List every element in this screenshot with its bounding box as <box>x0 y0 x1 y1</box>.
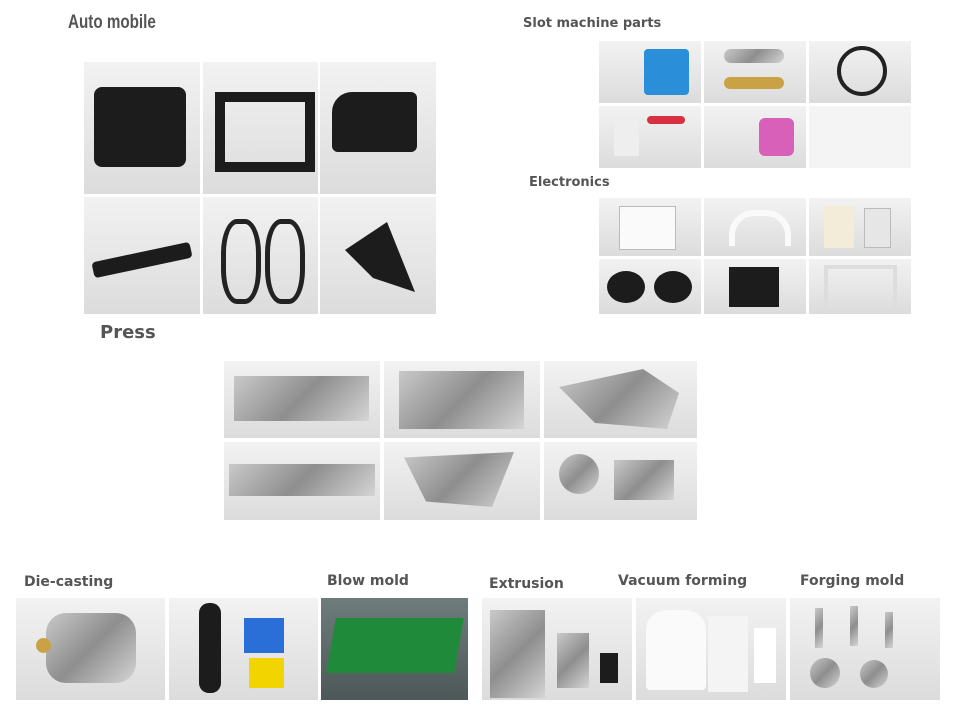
die-casting-photo-2 <box>169 598 318 700</box>
extrusion-photo <box>482 598 632 700</box>
press-photo-long-strip <box>224 442 380 520</box>
press-photo-small-parts <box>544 442 697 520</box>
auto-photo-duct <box>320 62 436 194</box>
heading-auto-mobile: Auto mobile <box>68 12 156 33</box>
heading-electronics: Electronics <box>529 175 610 190</box>
forging-mold-photo <box>790 598 940 700</box>
electronics-photo-case <box>809 198 911 256</box>
electronics-photo-housing <box>599 198 701 256</box>
press-photo-strips-1 <box>224 361 380 438</box>
heading-vacuum-forming: Vacuum forming <box>618 573 748 589</box>
slot-photo-clear-parts <box>809 106 911 168</box>
auto-photo-bracket <box>84 197 200 314</box>
slot-photo-pink-parts <box>704 106 806 168</box>
blow-mold-photo <box>321 598 468 700</box>
heading-blow-mold: Blow mold <box>327 573 409 589</box>
electronics-photo-handle <box>704 198 806 256</box>
press-photo-assembly <box>384 442 540 520</box>
electronics-photo-rings <box>599 259 701 314</box>
slot-photo-blue-panel <box>599 41 701 103</box>
slot-photo-chrome-parts <box>704 41 806 103</box>
auto-photo-frame <box>203 62 318 194</box>
electronics-photo-frame <box>809 259 911 314</box>
heading-slot-machine-parts: Slot machine parts <box>523 16 662 31</box>
press-photo-brackets <box>544 361 697 438</box>
slot-photo-wheel <box>809 41 911 103</box>
heading-press: Press <box>100 322 156 343</box>
die-casting-photo-1 <box>16 598 165 700</box>
heading-forging-mold: Forging mold <box>800 573 905 589</box>
auto-photo-mount <box>320 197 436 314</box>
electronics-photo-plate <box>704 259 806 314</box>
press-photo-strips-2 <box>384 361 540 438</box>
auto-photo-engine-cover <box>84 62 200 194</box>
heading-die-casting: Die-casting <box>24 574 114 590</box>
heading-extrusion: Extrusion <box>489 576 564 592</box>
vacuum-forming-photo <box>636 598 786 700</box>
auto-photo-fog-lamp-covers <box>203 197 318 314</box>
slot-photo-color-parts <box>599 106 701 168</box>
